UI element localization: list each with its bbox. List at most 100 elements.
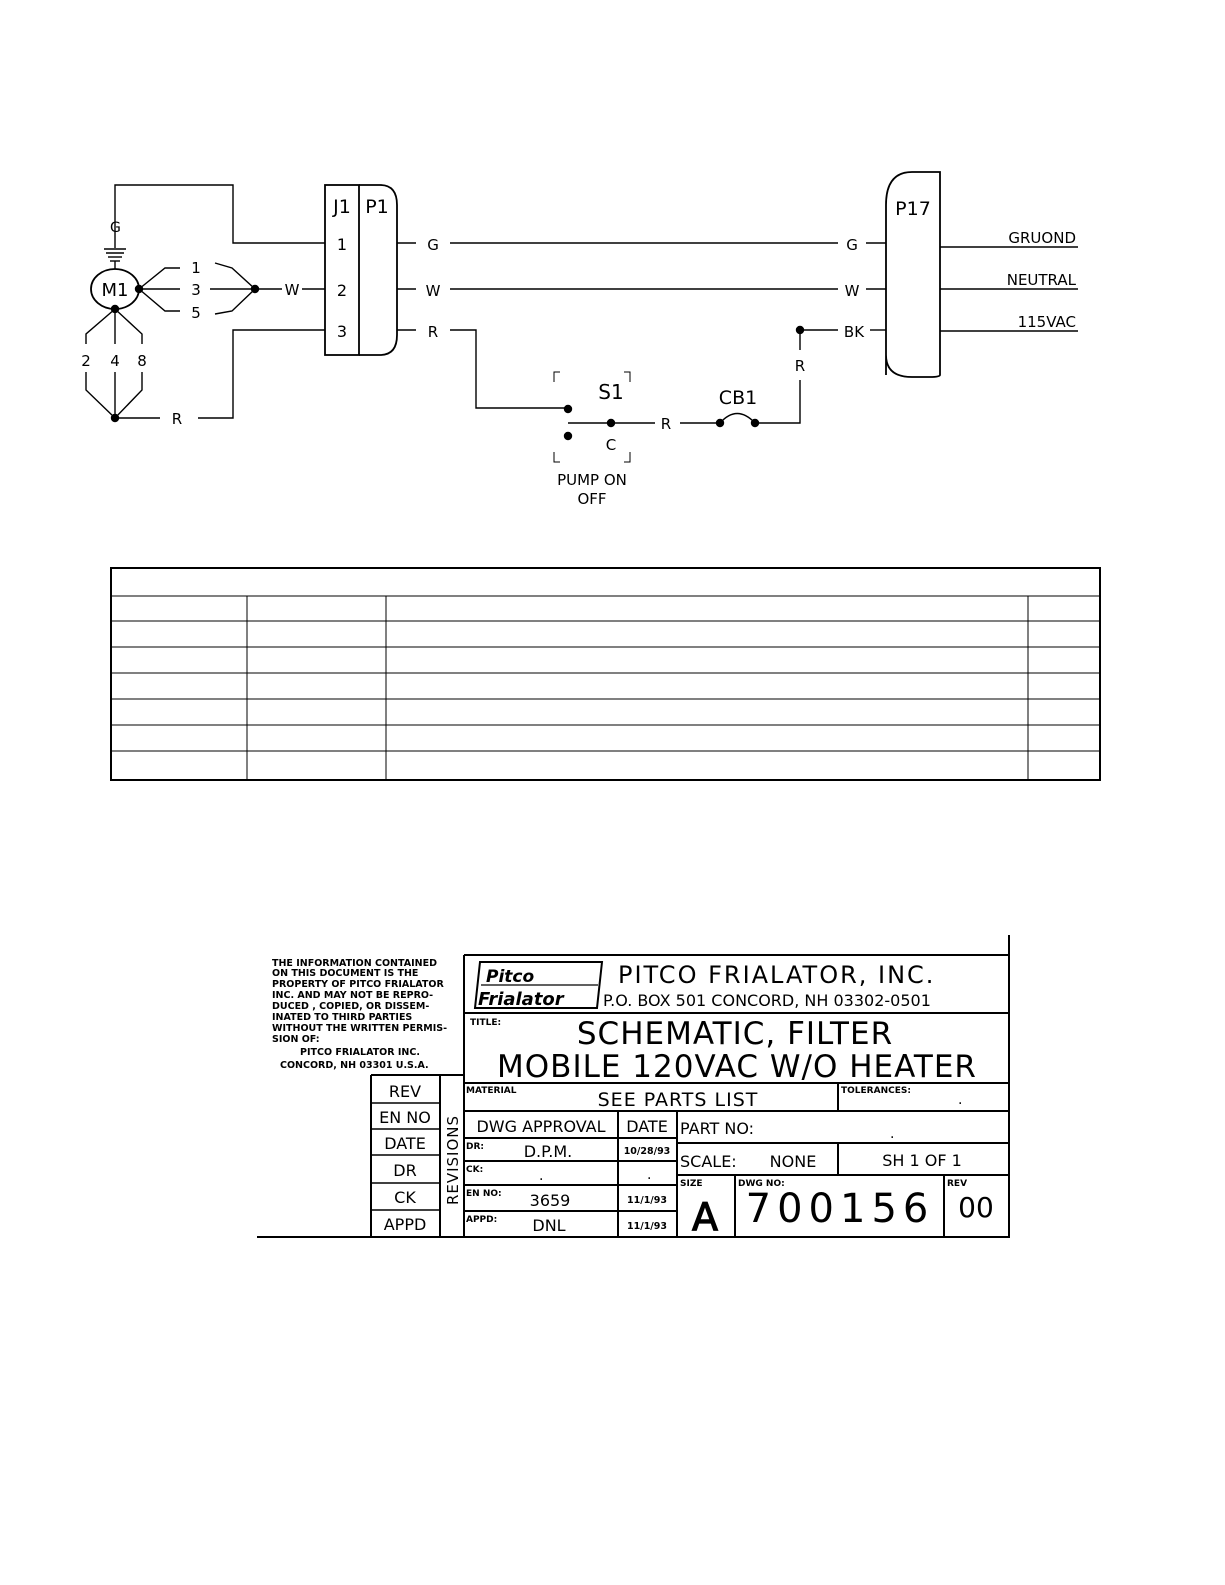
tolerances-label: TOLERANCES:: [841, 1086, 911, 1096]
output-neutral-label: NEUTRAL: [1007, 271, 1077, 289]
breaker-cb1: [680, 412, 760, 428]
scale-value: NONE: [770, 1152, 817, 1171]
notice-line: WITHOUT THE WRITTEN PERMIS-: [272, 1023, 447, 1034]
revisions-vertical-label: REVISIONS: [444, 1115, 462, 1205]
notice-line: CONCORD, NH 03301 U.S.A.: [280, 1060, 429, 1071]
wire-w-left-label: W: [285, 281, 300, 299]
switch-label: S1: [598, 380, 623, 404]
switch-caption-1: PUMP ON: [557, 471, 627, 489]
revision-label-appd: APPD: [384, 1215, 427, 1234]
drawing-number: 700156: [746, 1186, 935, 1232]
revision-label-rev: REV: [389, 1082, 421, 1101]
notice-line: DUCED , COPIED, OR DISSEM-: [272, 1001, 429, 1012]
en-no-value: 3659: [530, 1191, 571, 1210]
motor-ground-label: G: [110, 220, 121, 236]
material-label: MATERIAL: [466, 1086, 517, 1096]
lead-3-label: 3: [191, 281, 201, 299]
lead-5-label: 5: [191, 304, 201, 322]
notice-line: INC. AND MAY NOT BE REPRO-: [272, 990, 433, 1001]
p17-g-label: G: [846, 236, 858, 254]
rev-label: REV: [947, 1179, 967, 1189]
switch-caption-2: OFF: [577, 490, 606, 508]
part-no-value: .: [890, 1126, 894, 1142]
dwg-approval-header: DWG APPROVAL: [476, 1117, 605, 1136]
notice-line: SION OF:: [272, 1034, 320, 1045]
wire-r-label: R: [428, 323, 438, 341]
company-address: P.O. BOX 501 CONCORD, NH 03302-0501: [603, 991, 931, 1010]
connector-j1-label: J1: [332, 196, 351, 218]
breaker-label: CB1: [719, 387, 757, 409]
connector-p17-label: P17: [895, 198, 931, 220]
size-value: A: [692, 1195, 718, 1239]
scale-label: SCALE:: [680, 1152, 737, 1171]
en-no-label: EN NO:: [466, 1189, 502, 1199]
dr-label: DR:: [466, 1142, 484, 1152]
appd-value: DNL: [532, 1216, 565, 1235]
motor-leads-top: [138, 262, 325, 315]
drawing-title-line-1: SCHEMATIC, FILTER: [577, 1016, 893, 1052]
ck-label: CK:: [466, 1165, 483, 1175]
p17-bk-label: BK: [844, 323, 865, 341]
revision-label-date: DATE: [384, 1134, 426, 1153]
appd-label: APPD:: [466, 1215, 497, 1225]
motor-label: M1: [102, 280, 129, 301]
dr-value: D.P.M.: [524, 1142, 573, 1161]
wire-r-left-label: R: [172, 410, 182, 428]
ground-symbol: [104, 238, 126, 269]
proprietary-notice: THE INFORMATION CONTAINED ON THIS DOCUME…: [272, 958, 447, 1071]
notice-line: PITCO FRIALATOR INC.: [300, 1047, 420, 1058]
riser-wire-label: R: [795, 357, 805, 375]
revision-label-ck: CK: [394, 1188, 416, 1207]
switch-s1: [553, 371, 655, 463]
company-name: PITCO FRIALATOR, INC.: [618, 961, 935, 989]
dwg-no-label: DWG NO:: [738, 1179, 785, 1189]
revision-table: [110, 567, 1101, 781]
dr-date: 10/28/93: [624, 1146, 671, 1157]
notice-line: INATED TO THIRD PARTIES: [272, 1012, 412, 1023]
wire-g-label: G: [427, 236, 439, 254]
pin-1-label: 1: [337, 235, 347, 254]
switch-to-cb-wire-label: R: [661, 415, 671, 433]
output-ground-label: GRUOND: [1008, 229, 1076, 247]
output-115vac-label: 115VAC: [1018, 313, 1076, 331]
title-label: TITLE:: [470, 1018, 501, 1028]
title-block: THE INFORMATION CONTAINED ON THIS DOCUME…: [257, 935, 1010, 1240]
drawing-title-line-2: MOBILE 120VAC W/O HEATER: [497, 1049, 977, 1085]
pitco-logo: Pitco Frialator: [473, 961, 604, 1010]
motor-leads-bottom: [85, 308, 325, 423]
connector-p1-label: P1: [365, 196, 389, 218]
wire-w-label: W: [426, 282, 441, 300]
logo-text-1: Pitco: [486, 967, 534, 987]
appd-date: 11/1/93: [627, 1221, 667, 1232]
notice-line: ON THIS DOCUMENT IS THE: [272, 968, 418, 979]
notice-line: PROPERTY OF PITCO FRIALATOR: [272, 979, 444, 990]
revision-label-en-no: EN NO: [379, 1108, 431, 1127]
switch-c-label: C: [606, 436, 616, 454]
en-date: 11/1/93: [627, 1195, 667, 1206]
harness-wires: [397, 242, 886, 424]
sheet-number: SH 1 OF 1: [882, 1151, 962, 1170]
ck-value: .: [539, 1168, 543, 1184]
logo-text-2: Frialator: [478, 989, 565, 1010]
tolerances-value: .: [958, 1092, 962, 1108]
p17-w-label: W: [845, 282, 860, 300]
notice-line: THE INFORMATION CONTAINED: [272, 958, 437, 969]
part-no-label: PART NO:: [680, 1119, 754, 1138]
connector-j1-p1: [324, 184, 398, 356]
lead-1-label: 1: [191, 259, 201, 277]
connector-p17: [885, 171, 941, 378]
lead-2-label: 2: [81, 352, 91, 370]
material-value: SEE PARTS LIST: [598, 1089, 759, 1111]
pin-3-label: 3: [337, 322, 347, 341]
lead-4-label: 4: [110, 352, 120, 370]
ground-wire: [114, 184, 325, 244]
lead-8-label: 8: [137, 352, 147, 370]
wiring-schematic: G M1 1 3 5 W 2 4 8 R: [81, 171, 1078, 508]
rev-value: 00: [958, 1191, 994, 1224]
revision-label-dr: DR: [393, 1161, 416, 1180]
date-header: DATE: [626, 1117, 668, 1136]
size-label: SIZE: [680, 1179, 703, 1189]
output-wires: [940, 246, 1078, 332]
pin-2-label: 2: [337, 281, 347, 300]
ck-date: .: [647, 1167, 651, 1183]
